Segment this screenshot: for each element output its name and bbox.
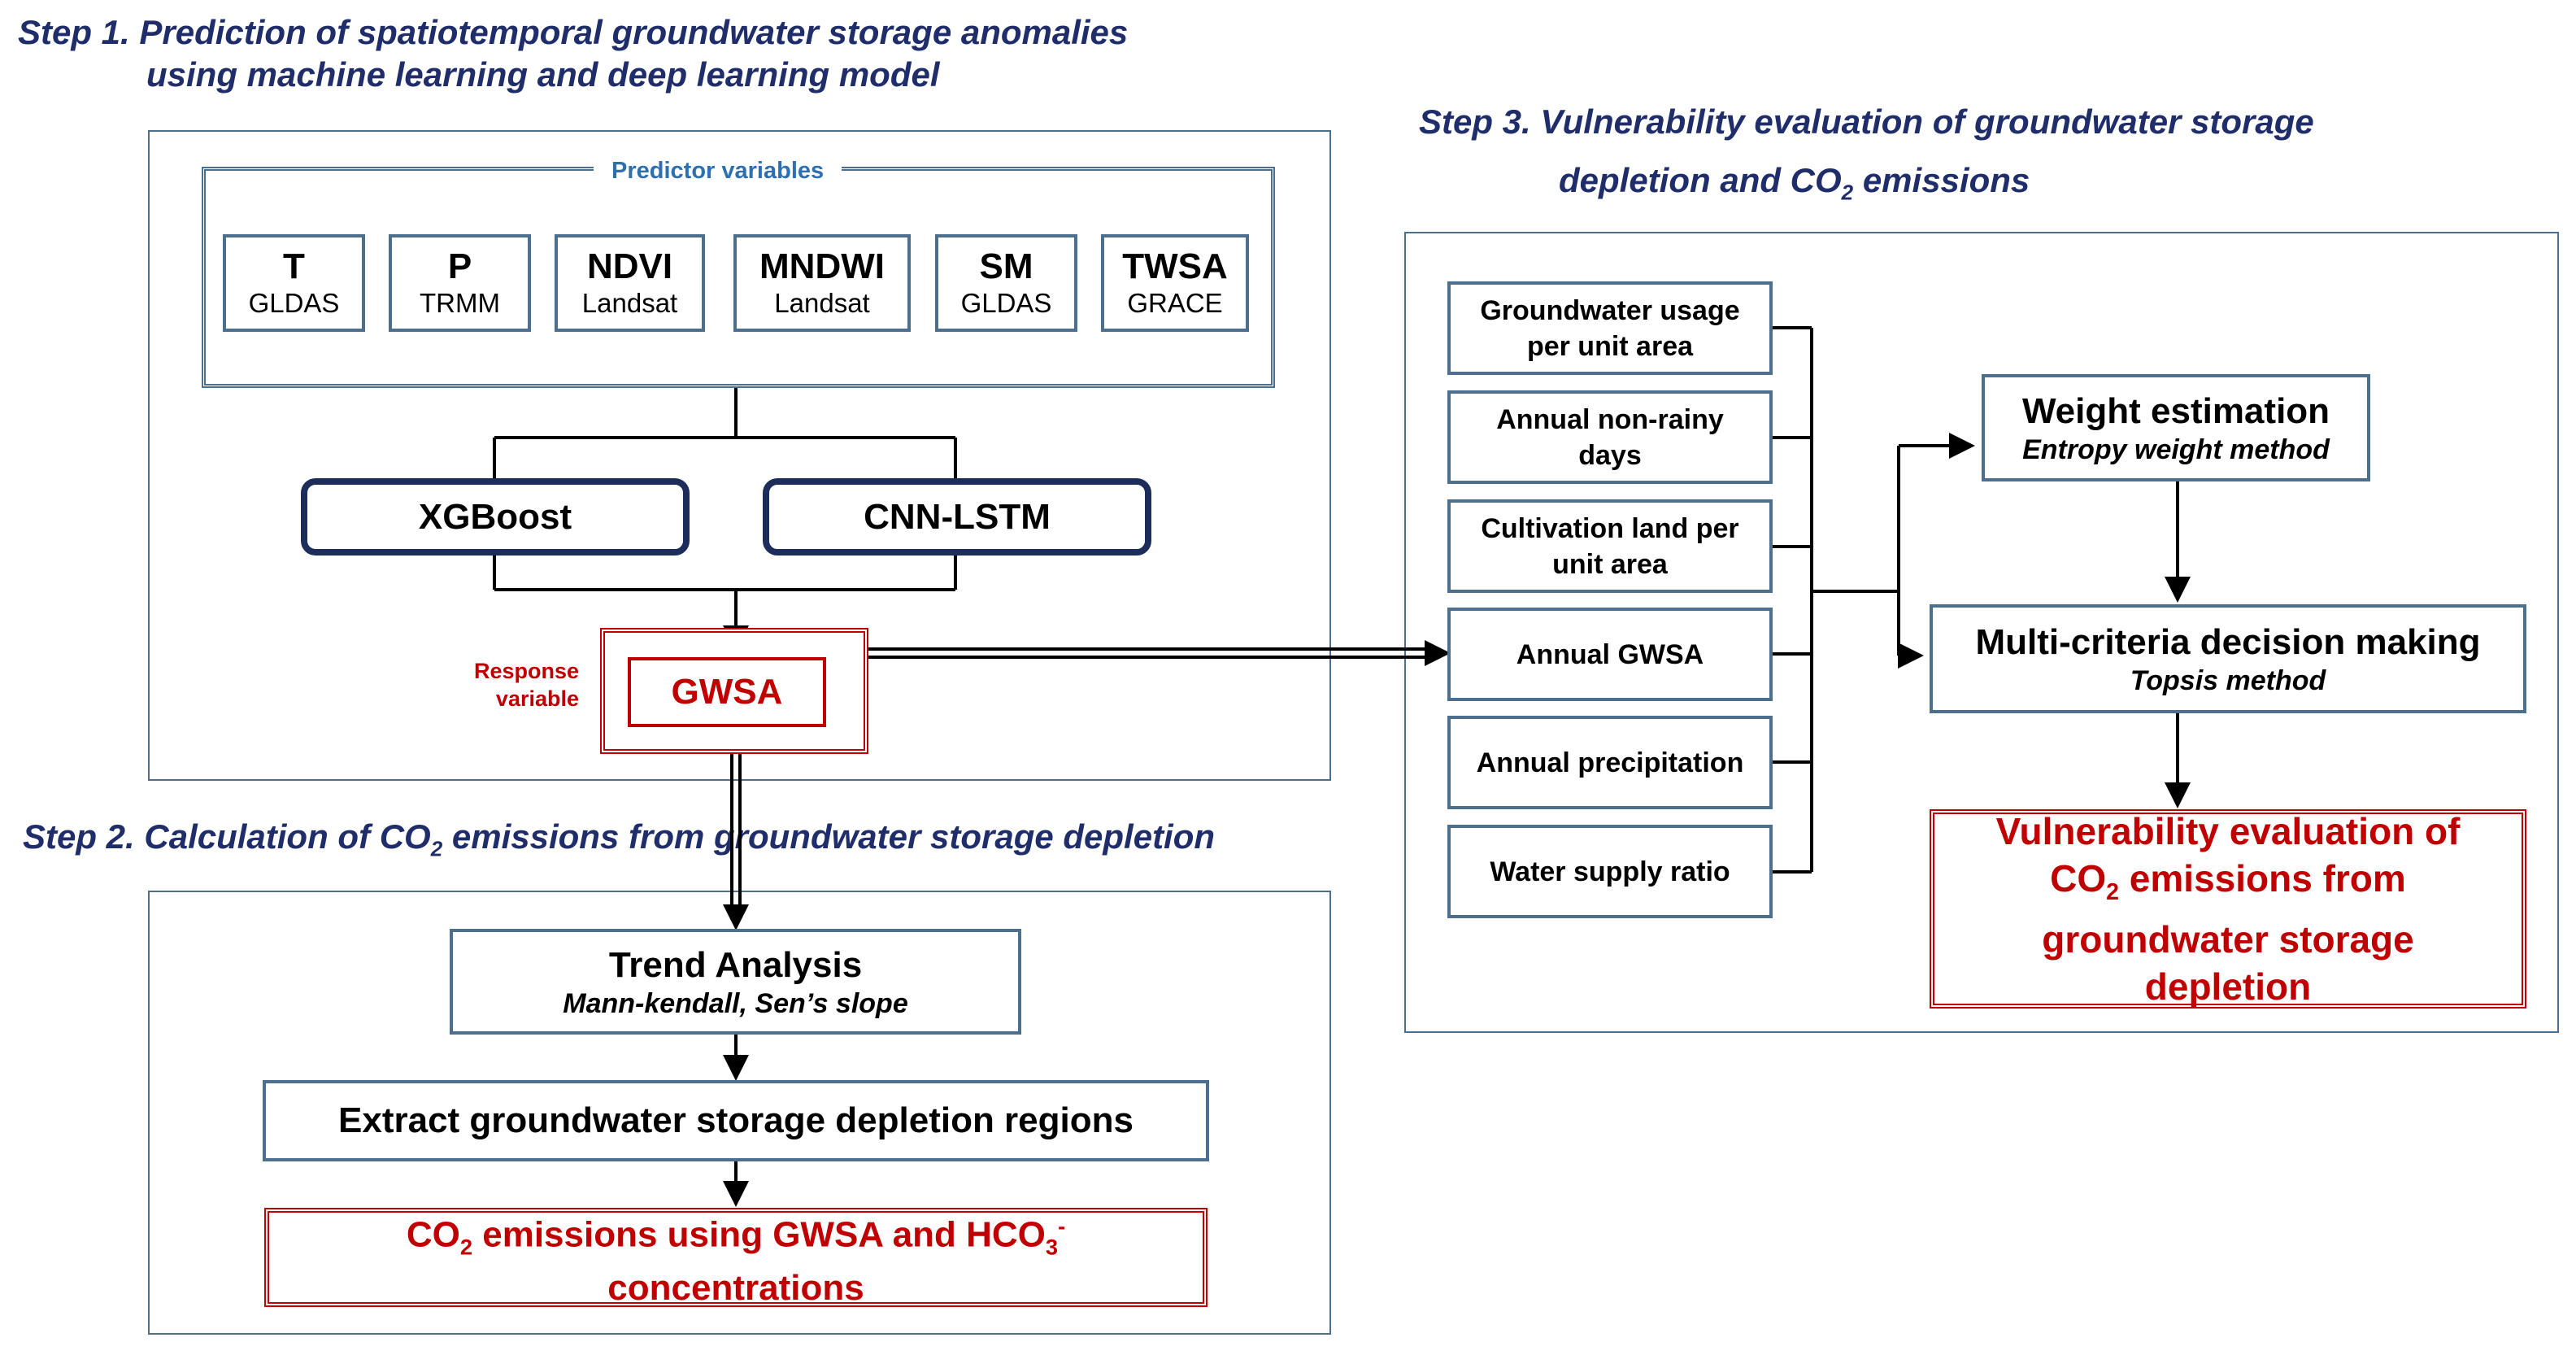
criterion-annual-precipitation: Annual precipitation [1447,716,1773,809]
weight-estimation-method: Entropy weight method [2022,434,2330,465]
criterion-water-supply-ratio: Water supply ratio [1447,825,1773,918]
step3-title-line1: Step 3. Vulnerability evaluation of grou… [1419,102,2314,141]
step3-title-line2: depletion and CO2 emissions [1559,161,2030,205]
weight-estimation-box: Weight estimation Entropy weight method [1982,374,2370,481]
predictor-source: TRMM [420,288,500,318]
co2-output-line2: concentrations [607,1267,864,1308]
step1-title: Step 1. Prediction of spatiotemporal gro… [18,11,1128,96]
predictor-sm: SM GLDAS [935,234,1077,332]
predictor-source: GLDAS [248,288,340,318]
mcdm-title: Multi-criteria decision making [1975,622,2481,662]
step1-title-line2: using machine learning and deep learning… [146,55,940,94]
trend-analysis-title: Trend Analysis [608,945,863,985]
predictor-source: GRACE [1127,288,1223,318]
predictor-mndwi: MNDWI Landsat [733,234,911,332]
predictor-twsa: TWSA GRACE [1101,234,1249,332]
trend-analysis-box: Trend Analysis Mann-kendall, Sen’s slope [450,929,1021,1035]
predictor-name: TWSA [1122,246,1228,286]
predictor-p: P TRMM [389,234,531,332]
predictor-source: Landsat [774,288,870,318]
mcdm-box: Multi-criteria decision making Topsis me… [1930,604,2526,713]
step1-title-line1: Step 1. Prediction of spatiotemporal gro… [18,13,1129,51]
response-label: Response variable [473,659,579,711]
predictor-source: Landsat [581,288,678,318]
predictor-ndvi: NDVI Landsat [555,234,705,332]
co2-emissions-output: CO2 emissions using GWSA and HCO3- conce… [264,1208,1208,1308]
predictor-legend: Predictor variables [594,157,842,185]
vulnerability-line3: groundwater storage [2042,918,2414,961]
predictor-t: T GLDAS [223,234,365,332]
trend-analysis-methods: Mann-kendall, Sen’s slope [563,988,908,1019]
co2-output-line1: CO2 emissions using GWSA and HCO3- [406,1213,1066,1260]
predictor-name: NDVI [586,246,673,286]
gwsa-box: GWSA [628,657,826,727]
vulnerability-output: Vulnerability evaluation of CO2 emission… [1930,809,2526,1009]
weight-estimation-title: Weight estimation [2021,391,2330,431]
model-cnn-lstm: CNN-LSTM [763,478,1151,556]
model-xgboost: XGBoost [301,478,690,556]
step3-title: Step 3. Vulnerability evaluation of grou… [1419,101,2314,213]
predictor-name: T [283,246,305,286]
step2-title: Step 2. Calculation of CO2 emissions fro… [23,817,1216,861]
predictor-name: P [447,246,472,286]
extract-regions-label: Extract groundwater storage depletion re… [338,1100,1134,1140]
step3-frame [1404,232,2559,1033]
extract-regions-box: Extract groundwater storage depletion re… [263,1080,1209,1161]
vulnerability-line1: Vulnerability evaluation of [1995,809,2461,852]
predictor-name: MNDWI [759,246,885,286]
predictor-name: SM [979,246,1033,286]
predictor-source: GLDAS [960,288,1052,318]
vulnerability-line2: CO2 emissions from [2050,856,2406,906]
criterion-annual-gwsa: Annual GWSA [1447,608,1773,701]
mcdm-method: Topsis method [2130,665,2326,696]
vulnerability-line4: depletion [2144,965,2312,1009]
